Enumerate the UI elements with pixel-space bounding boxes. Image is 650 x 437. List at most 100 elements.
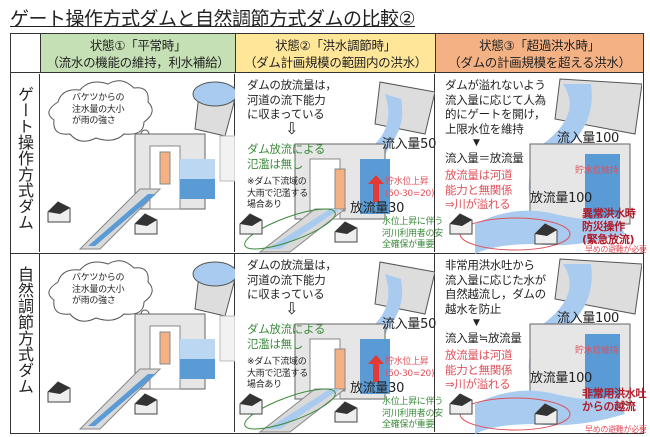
text-line: からの越流 [582,400,636,413]
row-label: 自然調節方式ダム [10,254,40,432]
flood-result: ダム放流による氾濫は無し [247,142,325,171]
excess-description: ダムが溢れないよう流入量に応じて人為的にゲートを開け，上限水位を維持 [445,78,546,136]
text-line: 流入量に応じて人為 [445,92,546,107]
text-line: が雨の強さ [72,296,116,306]
text-line: ⇒川が溢れる [445,377,511,391]
text-line: (50-30=20) [385,188,435,199]
outflow-label: 放流量100 [530,191,593,206]
text-line: 水位上昇に伴う [382,217,443,227]
text-line: 全確保が重要 [382,240,435,250]
row-label-text: ゲート操作方式ダム [15,86,34,230]
text-line: 上限水位を維持 [445,121,524,136]
cell-flood-control: ダムの放流量は，河道の流下能力に収まっている ⇩ ダム放流による氾濫は無し ※ダ… [235,74,443,253]
text-line: 自然越流し，ダムの [445,287,546,301]
bubble-text: バケツからの注水量の大小が雨の強さ [72,93,125,128]
outflow-label: 放流量30 [350,381,405,396]
level-rise-label: 貯水位上昇(50-30=20) [385,357,434,380]
text-line: 越水を防止 [445,301,501,316]
text-line: 氾濫は無し [247,336,303,351]
inflow-label: 流入量50 [382,137,437,152]
bubble-text: バケツからの注水量の大小が雨の強さ [72,273,125,308]
text-line: バケツからの [72,93,125,103]
down-arrow-icon: ⇩ [285,299,299,318]
text-line: ダム放流による [247,322,326,336]
text-line: が雨の強さ [72,116,116,126]
outflow-label: 放流量30 [350,201,405,216]
level-keep-label: 貯水位維持 [575,346,619,356]
emergency-operation: 非常用洪水吐からの越流 [582,387,647,413]
safety-caution: 水位上昇に伴う河川利用者の安全確保が重要 [382,397,443,432]
text-line: ※ダム下流域の [247,177,307,187]
header-state1: 状態①「平常時」（流水の機能の維持，利水補給） [41,34,236,73]
cell-excess-flood: ダムが溢れないよう流入量に応じて人為的にゲートを開け，上限水位を維持 ▼ 流入量… [435,74,647,254]
emergency-operation: 異常洪水時防災操作(緊急放流) [582,207,636,246]
overflow-warning: 放流量は河道能力と無関係⇒川が溢れる [445,168,513,212]
text-line: 貯水位上昇 [385,357,429,367]
cell-flood-control: ダムの放流量は，河道の流下能力に収まっている ⇩ ダム放流による氾濫は無し ※ダ… [235,254,443,433]
text-line: 非常用洪水吐 [582,387,647,400]
header-state2: 状態②「洪水調節時」（ダム計画規模の範囲内の洪水） [236,34,436,73]
flow-equation: 流入量≒放流量 [445,331,522,345]
page-title: ゲート操作方式ダムと自然調節方式ダムの比較② [10,8,416,30]
row-label-text: 自然調節方式ダム [15,266,34,394]
dam-illustration-normal [47,80,235,250]
cell-excess-flood: 非常用洪水吐から流入量に応じた水が自然越流し，ダムの越水を防止 ▼ 流入量≒放流… [435,254,647,434]
dam-illustration-normal [47,260,235,430]
text-line: に収まっている [247,287,325,301]
text-line: ダムの放流量は， [247,78,337,92]
text-line: ※ダム下流域の [247,357,307,367]
text-line: 異常洪水時 [582,207,636,220]
cell-normal: バケツからの注水量の大小が雨の強さ [40,254,235,432]
text-line: 流入量に応じた水が [445,272,546,287]
down-triangle-icon: ▼ [473,318,480,328]
excess-description: 非常用洪水吐から流入量に応じた水が自然越流し，ダムの越水を防止 [445,258,546,316]
text-line: 氾濫は無し [247,156,303,171]
text-line: 注水量の大小 [72,104,125,115]
level-keep-label: 貯水位維持 [575,166,619,176]
down-triangle-icon: ▼ [473,138,480,148]
row-divider [11,253,643,254]
header-sub: （ダム計画規模の範囲内の洪水） [243,55,427,70]
text-line: 水位上昇に伴う [382,397,443,407]
text-line: ダム放流による [247,142,326,156]
text-line: 大雨で氾濫する [247,368,308,379]
header-sub: （流水の機能の維持，利水補給） [46,55,230,70]
text-line: 貯水位上昇 [385,177,429,187]
text-line: ダムが溢れないよう [445,78,546,92]
header-sub: （ダムの計画規模を超える洪水） [448,55,631,70]
inflow-label: 流入量50 [382,317,437,332]
outflow-label: 放流量100 [530,371,593,386]
safety-caution: 水位上昇に伴う河川利用者の安全確保が重要 [382,217,443,252]
text-line: 放流量は河道 [445,348,513,362]
text-line: (緊急放流) [582,233,635,246]
text-line: 防災操作 [582,220,625,233]
row-natural-regulation: 自然調節方式ダム バケツからの注水量の大小が雨の強さ ダムの放流量は，河道の流下… [10,254,647,434]
dam-illustration-flood [239,261,435,433]
dam-illustration-flood [239,81,435,253]
flood-description: ダムの放流量は，河道の流下能力に収まっている [247,78,337,122]
house-icon [47,201,71,223]
evacuation-note: 早めの避難が必要 [585,425,647,434]
text-line: (50-30=20) [385,368,435,379]
corner-cell [11,34,41,73]
text-line: 放流量は河道 [445,168,513,182]
dam-illustration-excess [449,78,642,254]
text-line: 的にゲートを開け， [445,107,546,121]
house-icon [47,381,71,403]
text-line: 非常用洪水吐から [445,258,535,272]
flow-equation: 流入量＝放流量 [445,151,524,165]
text-line: 注水量の大小 [72,284,125,295]
text-line: ⇒川が溢れる [445,197,511,211]
row-gate-operated: ゲート操作方式ダム バケツからの注水量の大小が雨の強さ ダムの放流量は，河道の流… [10,74,647,254]
text-line: 河川利用者の安 [382,228,443,239]
level-rise-label: 貯水位上昇(50-30=20) [385,177,434,200]
flood-result: ダム放流による氾濫は無し [247,322,325,351]
overflow-warning: 放流量は河道能力と無関係⇒川が溢れる [445,348,513,392]
flood-note: ※ダム下流域の大雨で氾濫する場合あり [247,357,308,392]
header-state3: 状態③「超過洪水時」 （ダムの計画規模を超える洪水） [436,34,643,73]
header-label: 状態③「超過洪水時」 [479,38,600,53]
inflow-label: 流入量100 [557,131,620,146]
flood-description: ダムの放流量は，河道の流下能力に収まっている [247,258,337,302]
text-line: 場合あり [247,380,282,390]
text-line: 全確保が重要 [382,420,435,430]
